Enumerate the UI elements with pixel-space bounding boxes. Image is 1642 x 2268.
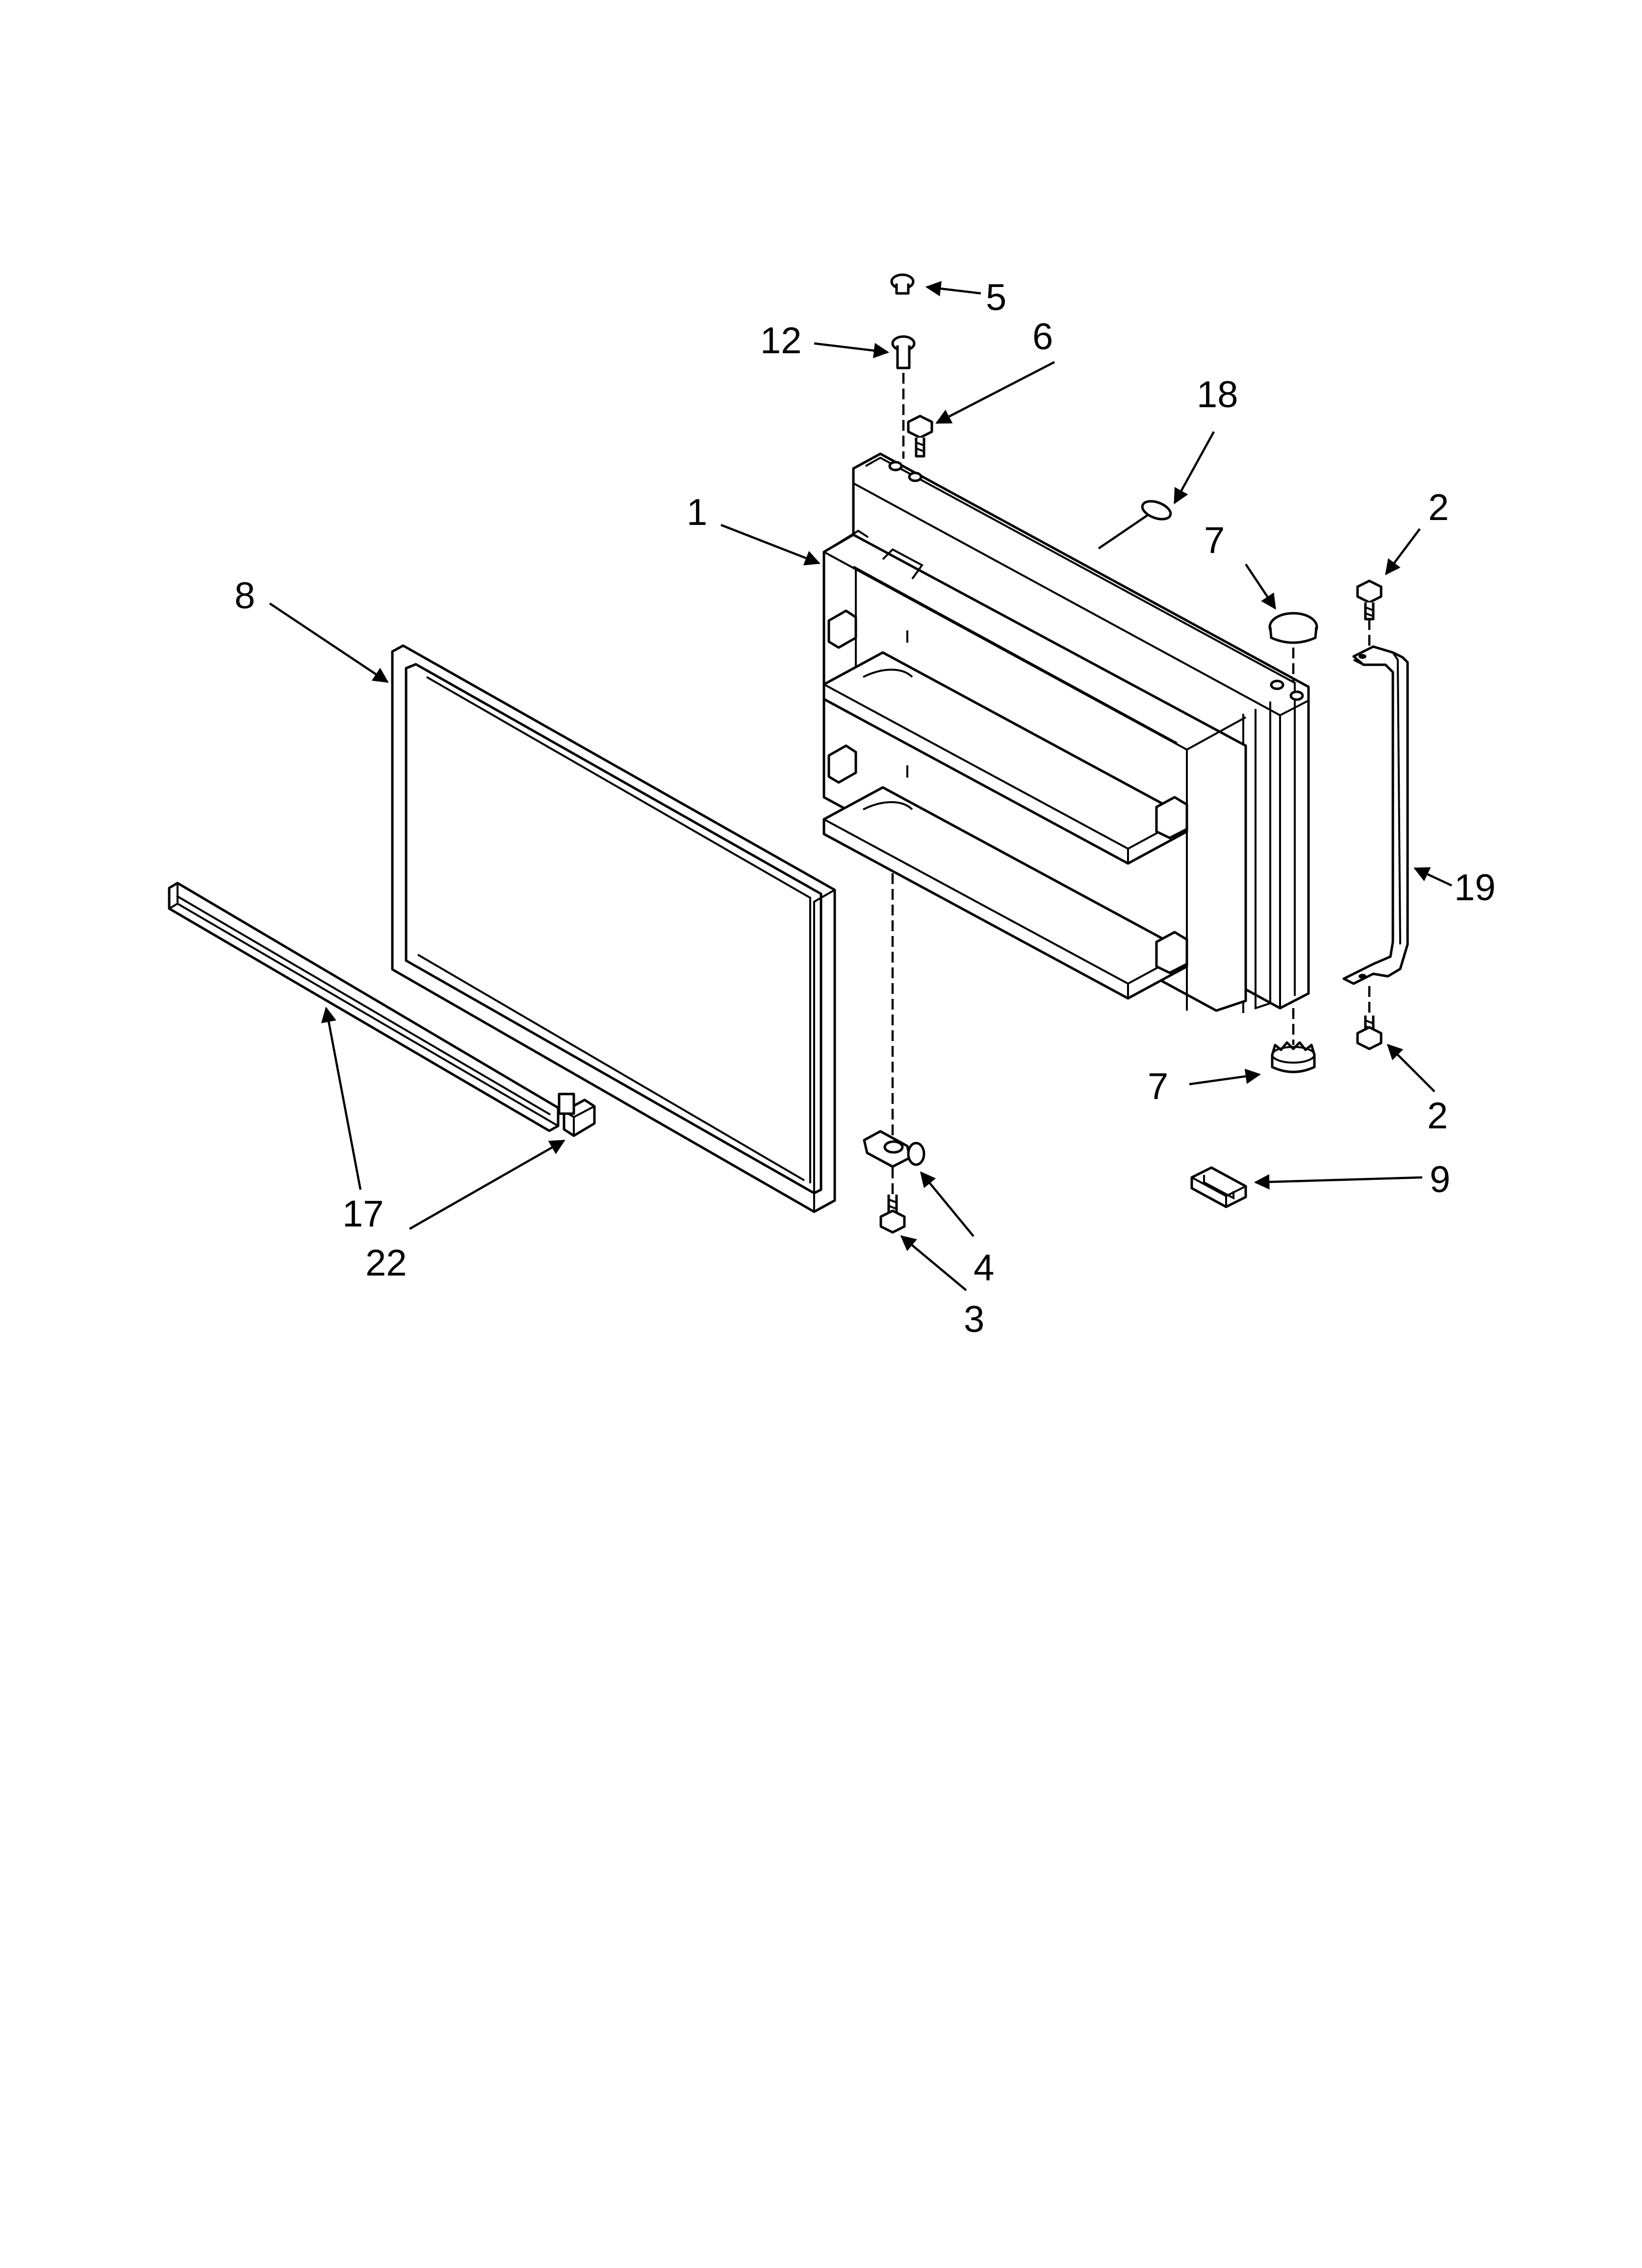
callout-3: 3 xyxy=(964,1299,984,1340)
hinge-pin xyxy=(891,335,916,459)
freezer-door xyxy=(822,452,1310,1013)
callout-17: 17 xyxy=(342,1193,384,1235)
callout-7-top: 7 xyxy=(1204,520,1225,561)
hinge-cap-bottom xyxy=(1271,1008,1316,1073)
door-handle xyxy=(1342,645,1409,985)
o-ring xyxy=(1098,500,1172,549)
callout-1: 1 xyxy=(687,492,707,533)
end-cap xyxy=(558,1093,596,1137)
callout-2-bottom: 2 xyxy=(1427,1095,1448,1137)
screw-right-bottom xyxy=(1356,986,1383,1050)
clip-part xyxy=(1190,1166,1247,1208)
bottom-hinge xyxy=(863,873,925,1168)
screw-right-top xyxy=(1356,579,1383,657)
callout-8: 8 xyxy=(234,575,255,617)
callout-6: 6 xyxy=(1032,316,1053,358)
plug-part xyxy=(890,273,915,295)
callout-22: 22 xyxy=(365,1242,407,1284)
door-gasket xyxy=(391,644,836,1213)
screw-top xyxy=(907,415,933,458)
callout-7-bottom: 7 xyxy=(1148,1066,1168,1107)
callout-9: 9 xyxy=(1430,1159,1450,1200)
callout-4: 4 xyxy=(974,1247,994,1289)
callout-labels: 5 12 6 18 1 2 7 8 19 7 2 9 17 22 4 3 xyxy=(234,277,1496,1340)
leader-lines xyxy=(269,281,1452,1291)
trim-strip xyxy=(168,882,560,1132)
screw-bottom xyxy=(879,1168,906,1234)
hinge-cap-top xyxy=(1268,612,1318,682)
callout-5: 5 xyxy=(986,277,1006,318)
callout-12: 12 xyxy=(760,320,802,362)
callout-19: 19 xyxy=(1454,867,1496,909)
callout-2-top: 2 xyxy=(1428,487,1449,528)
callout-18: 18 xyxy=(1197,374,1238,416)
